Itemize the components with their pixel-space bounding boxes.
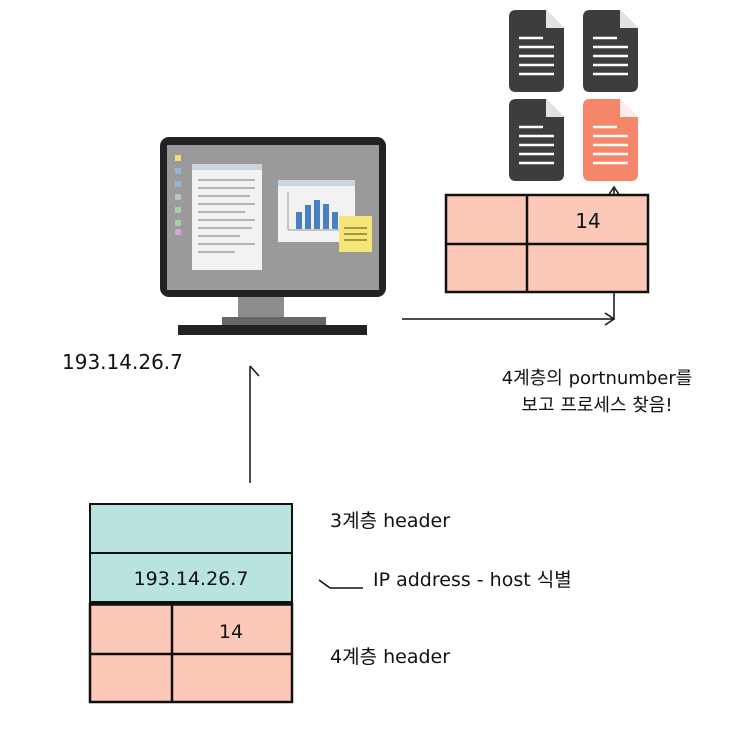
layer3-header: 193.14.26.7	[89, 503, 293, 603]
ip-annotation-label: IP address - host 식별	[373, 569, 572, 591]
document-icon-highlighted	[583, 99, 638, 181]
port-lookup-note: 4계층의 portnumber를 보고 프로세스 찾음!	[462, 365, 732, 419]
packet-port-value: 14	[219, 621, 243, 643]
document-icon	[509, 10, 564, 92]
layer3-header-label: 3계층 header	[330, 510, 451, 532]
ip-annotation-pointer	[318, 579, 363, 589]
note-line-2: 보고 프로세스 찾음!	[521, 395, 673, 416]
packet-ip-value: 193.14.26.7	[134, 568, 249, 590]
document-icon	[509, 99, 564, 181]
host-ip-label: 193.14.26.7	[62, 350, 183, 374]
arrow-packet-to-host	[249, 365, 260, 483]
server-port-table: 14	[444, 193, 650, 294]
server-port-value: 14	[575, 209, 600, 233]
layer4-header: 14	[88, 602, 294, 704]
note-line-1: 4계층의 portnumber를	[501, 368, 693, 389]
desktop-monitor-icon	[160, 137, 386, 335]
document-icon	[583, 10, 638, 92]
packet-diagram: 193.14.26.7 14	[88, 503, 294, 704]
layer4-header-label: 4계층 header	[330, 646, 451, 668]
